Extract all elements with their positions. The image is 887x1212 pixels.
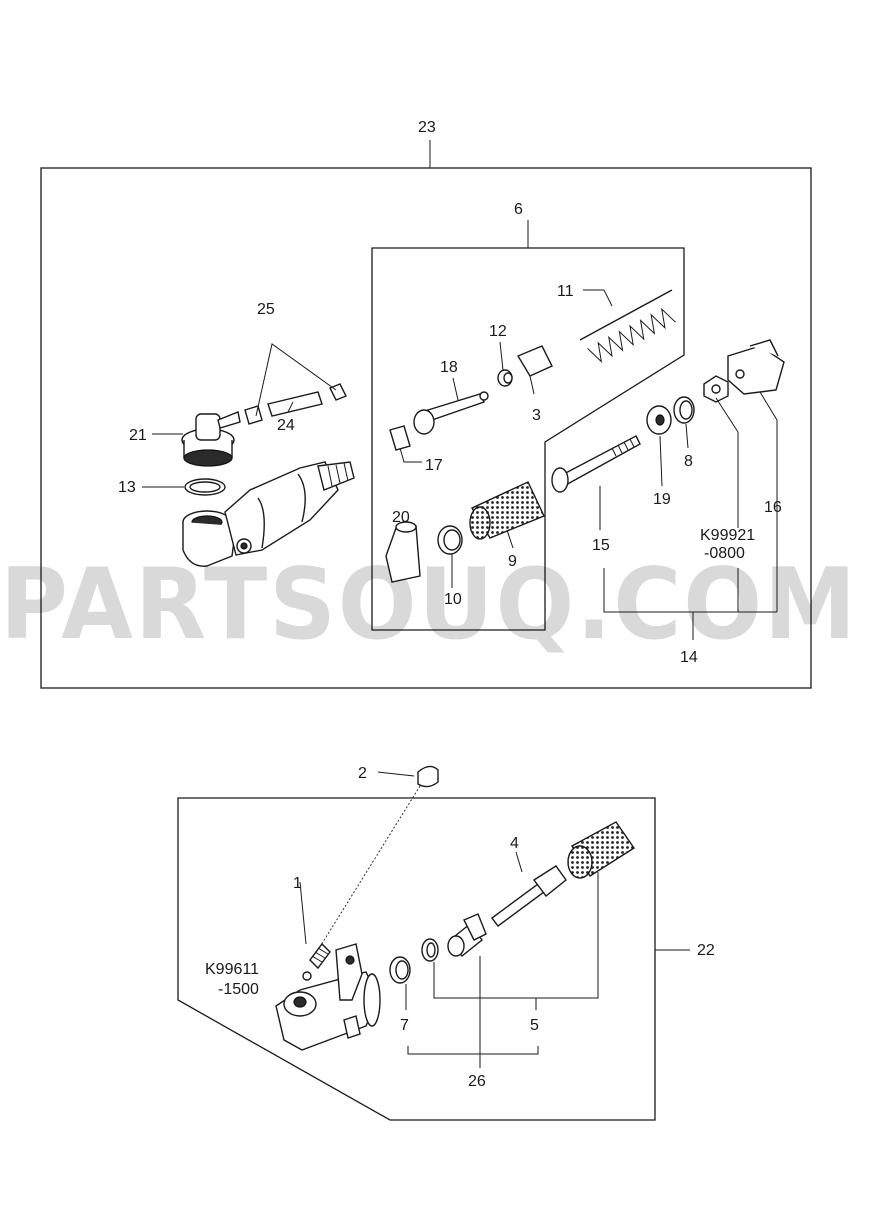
label-23: 23 (418, 119, 436, 136)
master-cylinder-body (181, 383, 355, 567)
bleeder-cap (417, 765, 439, 788)
label-1: 1 (293, 875, 302, 892)
label-12: 12 (489, 323, 507, 340)
label-k99921-line1: K99921 (700, 527, 755, 544)
label-22: 22 (697, 942, 715, 959)
master-cylinder-assembly-group: 23 6 (40, 119, 812, 689)
label-21: 21 (129, 427, 147, 444)
label-17: 17 (425, 457, 443, 474)
label-26: 26 (468, 1073, 486, 1090)
label-k99921-line2: -0800 (704, 545, 745, 562)
slave-cylinder-assembly-group: 22 2 1 K99611 -1500 (177, 765, 715, 1121)
label-19: 19 (653, 491, 671, 508)
label-7: 7 (400, 1017, 409, 1034)
label-10: 10 (444, 591, 462, 608)
label-9: 9 (508, 553, 517, 570)
label-2: 2 (358, 765, 367, 782)
label-11: 11 (557, 283, 574, 300)
label-24: 24 (277, 417, 295, 434)
assembly-frame-23 (40, 167, 812, 689)
assembly-frame-22 (177, 797, 656, 1121)
label-4: 4 (510, 835, 519, 852)
kit-frame-6 (371, 247, 685, 631)
label-k99611-line1: K99611 (205, 961, 259, 978)
label-16: 16 (764, 499, 782, 516)
label-6: 6 (514, 201, 523, 218)
pushrod-clevis-parts (551, 339, 785, 493)
label-18: 18 (440, 359, 458, 376)
label-25: 25 (257, 301, 275, 318)
kit-6-parts (385, 289, 676, 583)
watermark-text: PARTSOUQ.COM (0, 548, 858, 662)
label-20: 20 (392, 509, 410, 526)
slave-cylinder-body (275, 943, 381, 1051)
label-5: 5 (530, 1017, 539, 1034)
label-k99611-line2: -1500 (218, 981, 259, 998)
label-8: 8 (684, 453, 693, 470)
label-13: 13 (118, 479, 136, 496)
label-14: 14 (680, 649, 698, 666)
label-3: 3 (532, 407, 541, 424)
label-15: 15 (592, 537, 610, 554)
